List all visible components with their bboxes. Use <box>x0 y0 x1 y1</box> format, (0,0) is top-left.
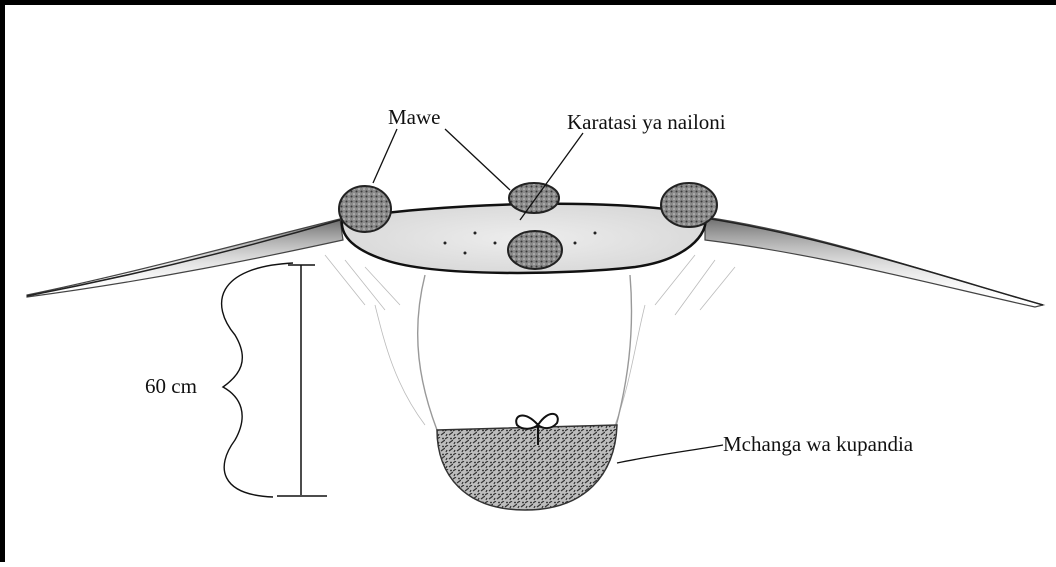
label-stones: Mawe <box>388 105 440 129</box>
ground-mound-left <box>27 219 343 297</box>
label-planting-soil: Mchanga wa kupandia <box>723 432 914 456</box>
ground-mound-right <box>705 217 1043 307</box>
label-nylon-sheet: Karatasi ya nailoni <box>567 110 726 134</box>
ground-hatching <box>325 255 735 425</box>
leader-line-soil <box>617 445 723 463</box>
leader-line-stones-left <box>373 129 397 183</box>
planting-soil <box>437 425 617 510</box>
stone-right <box>661 183 717 227</box>
stone-left <box>339 186 391 232</box>
pit-diagram: Mawe Karatasi ya nailoni 60 cm Mchanga w… <box>5 5 1056 567</box>
stone-center <box>508 231 562 269</box>
leader-line-stones-top <box>445 129 510 190</box>
pit-outline <box>418 275 632 430</box>
depth-brace <box>222 263 293 497</box>
stone-top <box>509 183 559 213</box>
depth-measure <box>277 265 327 496</box>
label-depth: 60 cm <box>145 374 197 398</box>
